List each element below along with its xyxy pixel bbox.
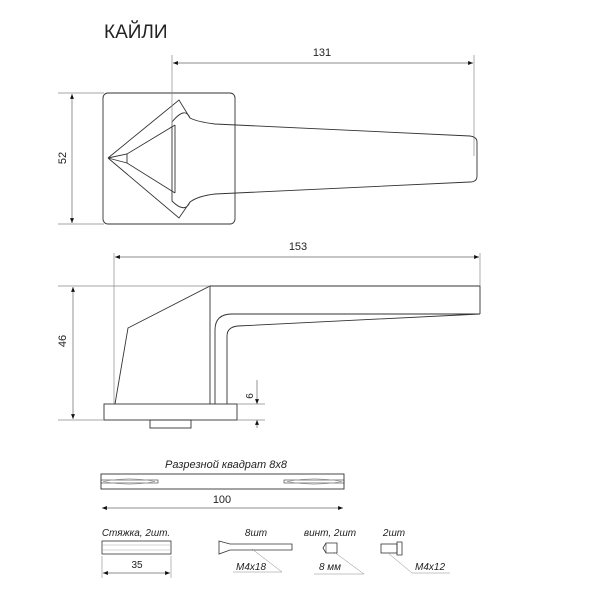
spindle-label: Разрезной квадрат 8x8 xyxy=(165,459,288,471)
screw-m4x12-count: 2шт xyxy=(382,528,405,539)
spindle-drawing: Разрезной квадрат 8x8 100 xyxy=(100,459,345,510)
dimension-6: 6 xyxy=(237,380,265,428)
screw-m4x18-count: 8шт xyxy=(245,528,267,539)
dimension-153: 153 xyxy=(113,241,481,404)
dim-52-label: 52 xyxy=(57,152,69,164)
part-set-screw: винт, 2шт 8 мм xyxy=(304,528,365,575)
top-view xyxy=(102,92,478,225)
dim-35-label: 35 xyxy=(131,560,143,571)
rosette-side xyxy=(103,403,238,421)
part-screw-m4x18: 8шт M4x18 xyxy=(218,528,293,573)
screw-m4x18-spec: M4x18 xyxy=(236,562,266,573)
dim-153-label: 153 xyxy=(289,241,307,253)
rosette-square xyxy=(102,92,236,225)
dimension-52: 52 xyxy=(57,92,104,225)
side-view xyxy=(103,285,481,429)
dimension-46: 46 xyxy=(57,285,210,421)
part-screw-m4x12: 2шт M4x12 xyxy=(380,528,450,574)
connector-label: Стяжка, 2шт. xyxy=(102,528,170,539)
dimension-131: 131 xyxy=(171,47,475,156)
lever-body xyxy=(171,112,478,209)
dim-6-label: 6 xyxy=(245,393,256,399)
spindle-stub xyxy=(149,419,192,429)
set-screw-spec: 8 мм xyxy=(319,562,341,573)
product-title: КАЙЛИ xyxy=(104,21,168,43)
part-connector: Стяжка, 2шт. 35 xyxy=(101,528,172,578)
set-screw-label: винт, 2шт xyxy=(304,528,356,539)
dim-100-label: 100 xyxy=(213,494,231,506)
dim-131-label: 131 xyxy=(313,47,331,59)
dim-46-label: 46 xyxy=(57,335,69,347)
screw-m4x12-spec: M4x12 xyxy=(415,562,445,573)
